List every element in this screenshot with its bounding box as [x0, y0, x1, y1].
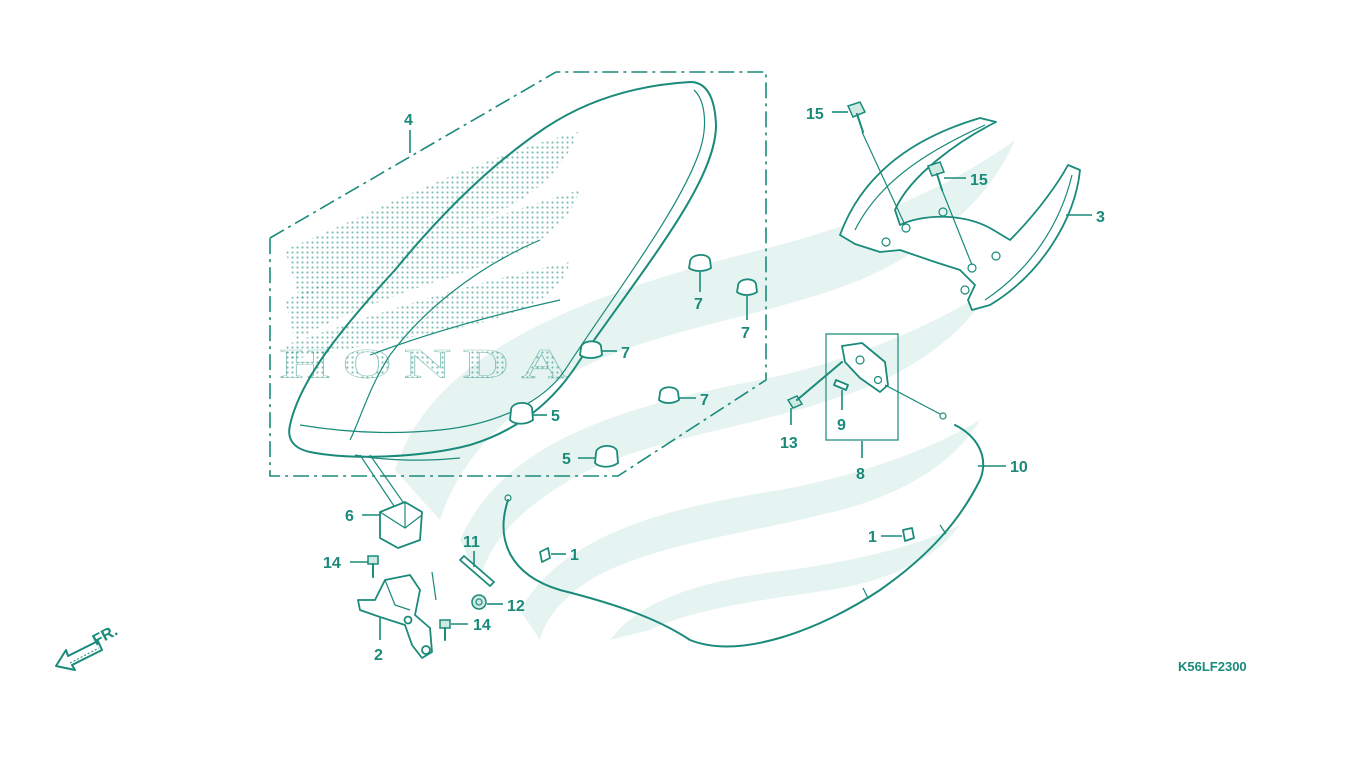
svg-text:HONDA: HONDA	[280, 342, 580, 388]
callout-9: 9	[837, 417, 846, 434]
callout-7d: 7	[700, 392, 709, 409]
callout-1b: 1	[868, 529, 877, 546]
callout-5a: 5	[551, 408, 560, 425]
callout-7a: 7	[694, 296, 703, 313]
callout-5b: 5	[562, 451, 571, 468]
bolt-14a	[367, 555, 379, 578]
honda-wing-logo: HONDA	[280, 132, 580, 388]
callout-7c: 7	[621, 345, 630, 362]
callout-11: 11	[463, 534, 480, 551]
grommet-7d	[658, 386, 680, 404]
front-direction-label: FR.	[90, 622, 121, 649]
callout-4: 4	[404, 112, 413, 129]
seat-hinge-bracket	[357, 571, 437, 659]
callout-15b: 15	[970, 172, 988, 189]
grommet-7a	[688, 254, 712, 272]
front-direction-arrow: FR.	[55, 622, 121, 671]
callout-1a: 1	[570, 547, 579, 564]
callout-14b: 14	[473, 617, 491, 634]
seat-lock-boundary	[825, 333, 899, 441]
callout-12: 12	[507, 598, 525, 615]
honda-logo-text: HONDA	[280, 342, 580, 389]
grommet-7c	[579, 340, 603, 359]
bolt-15a	[846, 101, 906, 226]
hinge-pin	[459, 555, 495, 587]
figure-code: K56LF2300	[1178, 659, 1247, 674]
cushion-5b	[594, 445, 619, 468]
nut-12	[471, 594, 487, 610]
callouts: 4 7 7 7 7 5 5 6 11 14 12 14 2 1 1 8 9 13…	[323, 106, 1105, 664]
seat-hinge	[379, 501, 423, 549]
callout-3: 3	[1096, 209, 1105, 226]
lock-spring-9	[833, 379, 849, 391]
callout-14a: 14	[323, 555, 341, 572]
bolt-14b	[439, 619, 451, 641]
screw-13	[786, 361, 843, 409]
callout-7b: 7	[741, 325, 750, 342]
callout-15a: 15	[806, 106, 824, 123]
callout-13: 13	[780, 435, 798, 452]
cushion-5a	[509, 402, 534, 425]
cable-clamp-1b	[902, 527, 915, 542]
seat	[288, 81, 717, 461]
callout-8: 8	[856, 466, 865, 483]
seat-lock	[841, 342, 941, 415]
cable-clamp-1a	[539, 547, 551, 563]
seat-group-boundary	[269, 71, 767, 477]
callout-10: 10	[1010, 459, 1028, 476]
grommet-7b	[736, 278, 758, 296]
callout-2: 2	[374, 647, 383, 664]
callout-6: 6	[345, 508, 354, 525]
bolt-15b	[927, 161, 973, 266]
seat-lock-cable	[502, 412, 985, 648]
grab-rail	[839, 117, 1081, 311]
leader-lines	[350, 111, 1092, 640]
